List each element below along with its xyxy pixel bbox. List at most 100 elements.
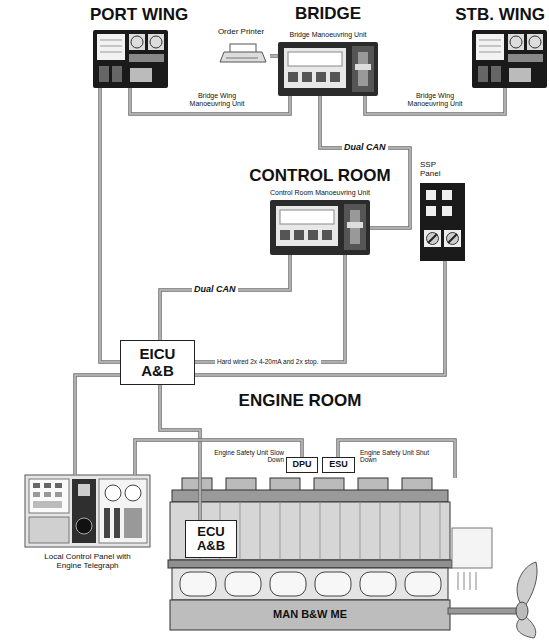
bridge-wing-panel-drawing [476, 34, 504, 60]
bridge-wing-panel-drawing [148, 34, 164, 50]
cable-outline [160, 255, 290, 340]
cable-connector [130, 88, 290, 114]
bridge-wing-panel-drawing [508, 34, 524, 50]
node-title: SSP Panel [420, 161, 454, 179]
cable-outline [160, 385, 200, 520]
local-panel-drawing [44, 492, 51, 497]
node-title: STB. WING [445, 6, 545, 25]
cable-connector [270, 56, 278, 57]
local-panel-drawing [33, 492, 40, 497]
manoeuvring-unit-drawing [270, 200, 370, 255]
local-panel-drawing [33, 483, 40, 488]
node-title: Local Control Panel with Engine Telegrap… [40, 553, 135, 571]
local-panel-drawing [25, 475, 150, 547]
bridge-wing-panel-drawing [100, 46, 122, 47]
engine-drawing [315, 572, 351, 596]
cable-core [365, 88, 505, 114]
manoeuvring-unit-drawing [302, 72, 312, 82]
cable-core [320, 96, 410, 228]
unit-box: ESU [322, 457, 355, 473]
cable-outline [338, 440, 455, 478]
ssp-panel-drawing [448, 234, 457, 243]
local-panel-drawing [78, 484, 90, 496]
engine-drawing [270, 572, 306, 596]
cable-connector [100, 88, 120, 362]
cable-outline [135, 440, 302, 475]
manoeuvring-unit-drawing [322, 230, 332, 240]
manoeuvring-unit-drawing [288, 72, 298, 82]
local-panel-drawing [99, 479, 147, 543]
unit-label: Bridge Wing Manoeuvring Unit [398, 92, 472, 107]
engine-drawing [405, 572, 441, 596]
local-panel-drawing [104, 508, 110, 538]
engine-drawing [170, 600, 450, 630]
local-panel-drawing [76, 518, 92, 534]
cable-core [100, 88, 120, 362]
bridge-wing-panel-drawing [508, 54, 543, 62]
bridge-wing-panel-drawing [509, 68, 531, 82]
printer-icon [220, 52, 266, 62]
local-panel-drawing [125, 485, 141, 501]
printer-icon [220, 44, 266, 62]
node-title: ESU [329, 460, 348, 470]
bridge-wing-panel-drawing [529, 36, 541, 48]
bridge-wing-panel-drawing [99, 66, 109, 82]
propeller-drawing [517, 562, 537, 606]
cable-outline [365, 88, 505, 114]
local-panel-drawing [44, 483, 51, 488]
cable-core [338, 440, 455, 478]
engine-drawing [168, 560, 452, 568]
manoeuvring-unit-drawing [316, 72, 326, 82]
engine-drawing [168, 478, 452, 630]
manoeuvring-unit-drawing [288, 52, 342, 66]
cable-core [195, 261, 445, 375]
ssp-panel: SSP Panel [420, 183, 465, 261]
engine-drawing [225, 572, 261, 596]
cable-outline [320, 96, 410, 228]
cable-outline [100, 88, 120, 362]
cable-core [160, 255, 290, 340]
engine-drawing [360, 572, 396, 596]
node-title: PORT WING [90, 6, 200, 25]
engine-drawing [180, 572, 216, 596]
cable-outline [195, 261, 445, 375]
bridge-wing-panel-drawing [93, 30, 168, 88]
bridge-manoeuvring-unit: BRIDGEBridge Manoeuvring Unit [278, 42, 378, 96]
cable-connector [338, 440, 455, 478]
bridge-wing-panel-drawing [510, 36, 522, 48]
engine-drawing [170, 502, 450, 560]
unit-label: Bridge Wing Manoeuvring Unit [180, 92, 254, 107]
manoeuvring-unit-drawing [330, 72, 340, 82]
cable-connector [160, 255, 290, 340]
ssp-panel-drawing [420, 183, 465, 261]
bridge-wing-panel-drawing [150, 36, 162, 48]
area-heading: ENGINE ROOM [200, 392, 400, 411]
manoeuvring-unit-drawing [308, 230, 318, 240]
engine-drawing [172, 568, 448, 600]
manoeuvring-unit-drawing [276, 206, 338, 246]
ssp-panel-drawing [447, 233, 459, 245]
node-title: Order Printer [212, 28, 270, 37]
connector-label: Hard wired 2x 4-20mA and 2x stop. [215, 358, 321, 365]
propeller-drawing [448, 528, 537, 638]
manoeuvring-unit-drawing [352, 46, 374, 92]
propeller-drawing [458, 572, 476, 590]
bridge-wing-panel-drawing [479, 40, 501, 41]
engine: MAN B&W MEECU A&B [165, 478, 475, 636]
propeller-drawing [448, 608, 518, 614]
order-printer: Order Printer [212, 28, 270, 64]
cable-connector [195, 261, 445, 375]
engine-drawing [172, 490, 448, 502]
bridge-wing-panel-drawing [472, 30, 547, 88]
connector-label: Dual CAN [342, 143, 388, 153]
node-title: EICU A&B [132, 346, 184, 379]
ssp-panel-drawing [426, 206, 436, 216]
cable-outline [195, 255, 345, 362]
node-title: DPU [292, 460, 311, 470]
unit-label: Engine Safety Unit Shut Down [360, 449, 432, 463]
ssp-panel-drawing [424, 230, 441, 247]
unit-box: DPU [286, 457, 318, 473]
control-room-unit: CONTROL ROOMControl Room Manoeuvring Uni… [270, 200, 370, 255]
local-panel-drawing [55, 483, 62, 488]
local-panel-drawing [124, 508, 142, 538]
